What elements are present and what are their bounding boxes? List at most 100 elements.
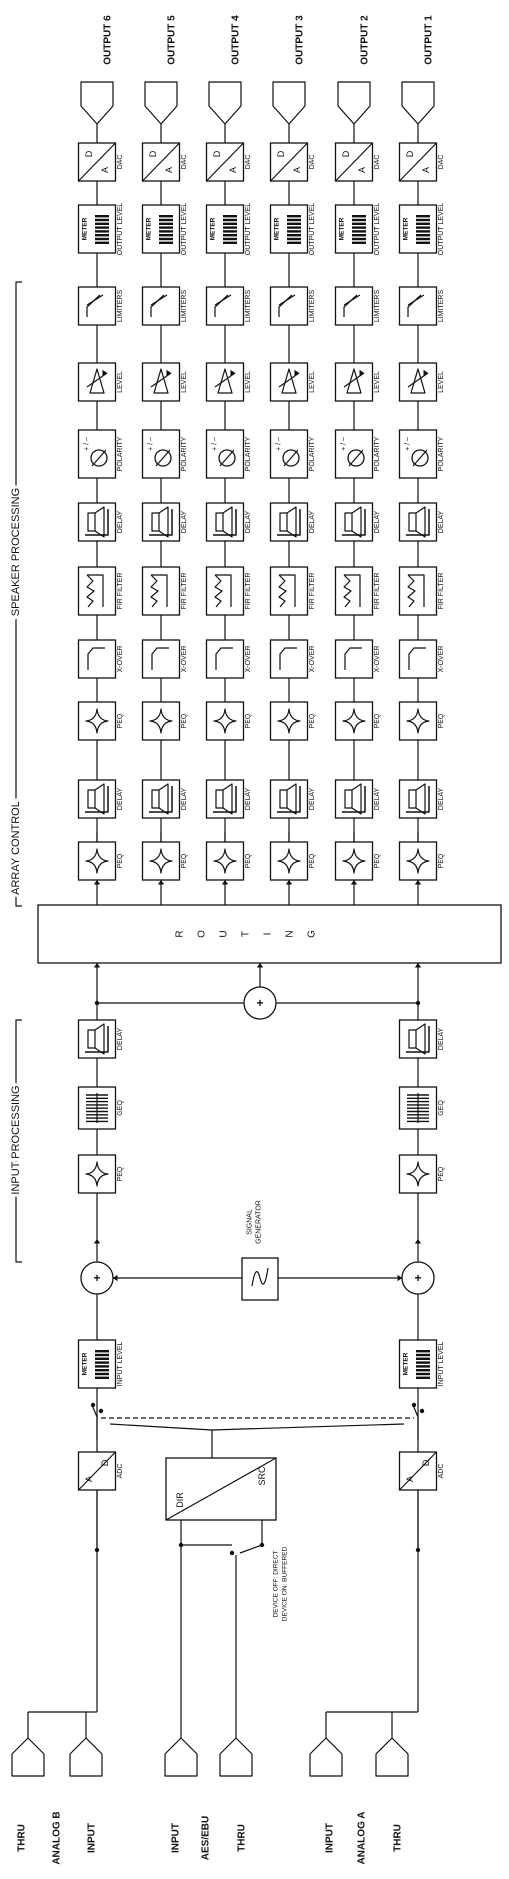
peq-label: PEQ xyxy=(245,853,252,868)
xover-block xyxy=(398,639,438,679)
speaker-peq-block xyxy=(269,701,309,741)
output-label: OUTPUT 4 xyxy=(231,15,242,65)
polarity-sign: + / – xyxy=(405,437,412,451)
level-label: LEVEL xyxy=(309,371,316,393)
output-label: OUTPUT 3 xyxy=(295,15,306,65)
src-label: SRC xyxy=(257,1466,267,1486)
dac-a-label: A xyxy=(357,167,367,173)
array-peq-block xyxy=(141,841,181,881)
polarity-sign: + / – xyxy=(276,437,283,451)
adc-a-label: A xyxy=(405,1476,415,1482)
fir-filter-block xyxy=(398,566,438,616)
xover-block xyxy=(334,639,374,679)
routing-letter: O xyxy=(197,930,208,938)
array-peq-block xyxy=(205,841,245,881)
input-peq-block xyxy=(77,1154,117,1194)
array-peq-block xyxy=(77,841,117,881)
array-control-label: ARRAY CONTROL xyxy=(10,801,22,895)
meter-label: METER xyxy=(403,1352,410,1375)
level-label: LEVEL xyxy=(438,371,445,393)
dac-d-label: D xyxy=(212,150,222,157)
routing-letter: G xyxy=(307,930,318,938)
level-label: LEVEL xyxy=(245,371,252,393)
thru-aes-connector xyxy=(219,1737,253,1777)
dac-label: DAC xyxy=(374,155,381,170)
level-block xyxy=(398,362,438,402)
output-level-label: OUTPUT LEVEL xyxy=(374,203,381,255)
device-on-label: DEVICE ON: BUFFERED xyxy=(282,1546,289,1621)
limiters-label: LIMITERS xyxy=(309,290,316,323)
level-label: LEVEL xyxy=(117,371,124,393)
dac-a-label: A xyxy=(164,167,174,173)
dac-a-label: A xyxy=(228,167,238,173)
input-level-label: INPUT LEVEL xyxy=(117,1342,124,1387)
array-peq-block xyxy=(398,841,438,881)
routing-letter: U xyxy=(219,930,230,937)
output-label: OUTPUT 5 xyxy=(167,15,178,65)
adc-label: ADC xyxy=(117,1464,124,1479)
analog-b-label: ANALOG B xyxy=(52,1811,63,1864)
xover-block xyxy=(77,639,117,679)
routing-letter: R xyxy=(175,930,186,937)
polarity-label: POLARITY xyxy=(117,436,124,471)
routing-letter: T xyxy=(241,931,252,937)
input-level-label: INPUT LEVEL xyxy=(438,1342,445,1387)
plus-label: + xyxy=(256,996,263,1010)
delay-label: DELAY xyxy=(309,510,316,533)
output-meter-block xyxy=(77,204,117,254)
input-b-connector xyxy=(69,1737,103,1777)
fir-filter-block xyxy=(334,566,374,616)
meter-label: METER xyxy=(82,217,89,240)
input-b-label: INPUT xyxy=(87,1823,98,1853)
thru-b-connector xyxy=(11,1737,45,1777)
dac-label: DAC xyxy=(309,155,316,170)
delay-label: DELAY xyxy=(309,787,316,810)
input-peq-block xyxy=(398,1154,438,1194)
dac-label: DAC xyxy=(117,155,124,170)
thru-a-connector xyxy=(375,1737,409,1777)
xover-label: X-OVER xyxy=(438,646,445,673)
dac-d-label: D xyxy=(276,150,286,157)
delay-label: DELAY xyxy=(438,510,445,533)
meter-label: METER xyxy=(403,217,410,240)
fir-filter-label: FIR FILTER xyxy=(117,573,124,610)
input-a-label: INPUT xyxy=(325,1823,336,1853)
level-label: LEVEL xyxy=(374,371,381,393)
limiters-label: LIMITERS xyxy=(245,290,252,323)
xover-label: X-OVER xyxy=(309,646,316,673)
geq-label: GEQ xyxy=(438,1100,445,1116)
limiter-block xyxy=(334,286,374,326)
polarity-block xyxy=(141,429,181,479)
aes-ebu-label: AES/EBU xyxy=(201,1816,212,1860)
input-meter-block xyxy=(77,1339,117,1389)
meter-label: METER xyxy=(274,217,281,240)
adc-d-label: D xyxy=(100,1459,110,1466)
fir-filter-label: FIR FILTER xyxy=(374,573,381,610)
polarity-label: POLARITY xyxy=(181,436,188,471)
input-processing-label: INPUT PROCESSING xyxy=(10,1085,22,1194)
polarity-sign: + / – xyxy=(212,437,219,451)
peq-label: PEQ xyxy=(438,1166,445,1181)
xover-label: X-OVER xyxy=(181,646,188,673)
polarity-sign: + / – xyxy=(84,437,91,451)
xover-label: X-OVER xyxy=(374,646,381,673)
output-level-label: OUTPUT LEVEL xyxy=(181,203,188,255)
output-label: OUTPUT 6 xyxy=(103,15,114,65)
input-a-connector xyxy=(309,1737,343,1777)
peq-label: PEQ xyxy=(117,713,124,728)
plus-label: + xyxy=(414,1271,421,1285)
delay-label: DELAY xyxy=(374,510,381,533)
speaker-peq-block xyxy=(398,701,438,741)
fir-filter-block xyxy=(77,566,117,616)
limiters-label: LIMITERS xyxy=(438,290,445,323)
meter-label: METER xyxy=(82,1352,89,1375)
routing-letter: N xyxy=(285,930,296,937)
peq-label: PEQ xyxy=(438,713,445,728)
